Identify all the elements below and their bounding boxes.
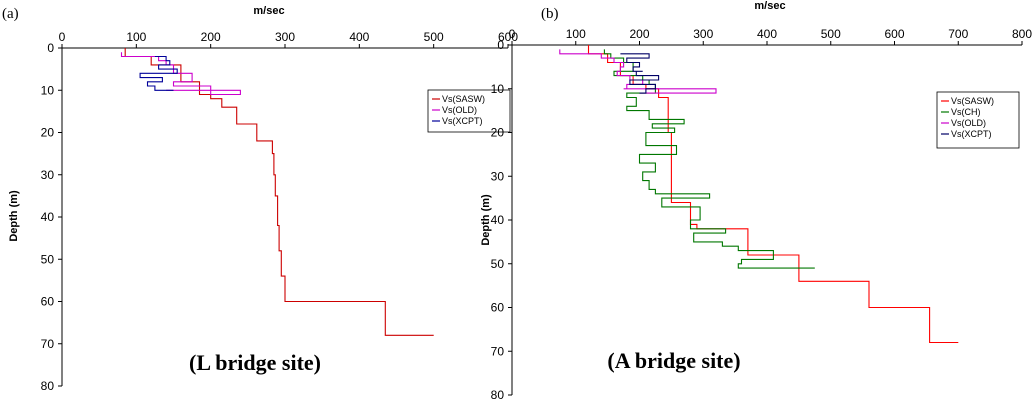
series-line-b-vs-old	[559, 49, 717, 94]
x-tick-label-a-6: 600	[498, 30, 518, 44]
x-tick-label-b-2: 200	[629, 27, 649, 41]
series-layer-a	[120, 48, 434, 336]
y-tick-label-b-3: 30	[491, 169, 505, 183]
x-tick-label-a-4: 400	[349, 30, 369, 44]
legend-label-b-1: Vs(CH)	[951, 107, 981, 117]
x-tick-label-b-7: 700	[948, 27, 968, 41]
x-tick-label-a-3: 300	[275, 30, 295, 44]
legend-box-a	[427, 89, 511, 133]
x-tick-label-b-0: 0	[509, 27, 516, 41]
series-layer-b	[559, 45, 959, 344]
legend-label-a-1: Vs(OLD)	[442, 105, 477, 115]
y-tick-label-a-8: 80	[41, 379, 55, 393]
site-label-a: (L bridge site)	[189, 350, 321, 375]
y-tick-label-a-3: 30	[41, 168, 55, 182]
y-axis-title-b: Depth (m)	[480, 194, 492, 246]
x-tick-label-a-1: 100	[126, 30, 146, 44]
x-tick-label-b-8: 800	[1012, 27, 1032, 41]
x-tick-label-a-2: 200	[201, 30, 221, 44]
ticks-layer-b: 0 100 200 300 400 500 600 700 800 0 10 20 30 40 50 60 70…	[491, 27, 1033, 402]
legend-items-b: Vs(SASW)Vs(CH)Vs(OLD)Vs(XCPT)	[941, 96, 994, 139]
y-tick-label-b-5: 50	[491, 257, 505, 271]
y-tick-label-a-2: 20	[41, 126, 55, 140]
y-tick-label-b-2: 20	[491, 126, 505, 140]
legend-b: Vs(SASW)Vs(CH)Vs(OLD)Vs(XCPT)	[936, 91, 1020, 149]
y-tick-label-b-4: 40	[491, 213, 505, 227]
panel-label-b: (b)	[541, 6, 559, 22]
x-tick-label-a-5: 500	[424, 30, 444, 44]
series-line-b-vs-ch	[603, 49, 815, 269]
legend-label-b-2: Vs(OLD)	[951, 118, 986, 128]
legend-a: Vs(SASW)Vs(OLD)Vs(XCPT)	[427, 89, 511, 133]
y-tick-label-b-7: 70	[491, 344, 505, 358]
x-tick-label-b-3: 300	[693, 27, 713, 41]
series-line-a-vs-sasw	[124, 48, 434, 336]
x-tick-label-b-5: 500	[821, 27, 841, 41]
y-tick-label-a-4: 40	[41, 210, 55, 224]
legend-items-a: Vs(SASW)Vs(OLD)Vs(XCPT)	[432, 94, 485, 126]
series-line-b-vs-sasw	[587, 45, 959, 344]
y-tick-label-a-0: 0	[47, 41, 54, 55]
series-line-b-vs-xcpt	[620, 53, 660, 94]
y-tick-label-a-6: 60	[41, 295, 55, 309]
legend-label-b-0: Vs(SASW)	[951, 96, 994, 106]
legend-box-b	[936, 91, 1020, 149]
series-line-a-vs-xcpt	[139, 55, 178, 91]
x-axis-title-b: m/sec	[754, 0, 785, 12]
y-tick-label-a-1: 10	[41, 83, 55, 97]
x-tick-label-b-1: 100	[566, 27, 586, 41]
y-tick-label-a-5: 50	[41, 252, 55, 266]
legend-label-a-0: Vs(SASW)	[442, 94, 485, 104]
y-tick-label-b-0: 0	[497, 38, 504, 52]
x-tick-label-a-0: 0	[59, 30, 66, 44]
y-tick-label-a-7: 70	[41, 337, 55, 351]
series-line-a-vs-old	[120, 52, 241, 96]
site-label-b: (A bridge site)	[607, 348, 740, 373]
x-tick-label-b-6: 600	[884, 27, 904, 41]
x-tick-label-b-4: 400	[757, 27, 777, 41]
y-tick-label-b-1: 10	[491, 82, 505, 96]
y-tick-label-b-8: 80	[491, 388, 505, 402]
panel-label-a: (a)	[2, 6, 19, 22]
legend-label-b-3: Vs(XCPT)	[951, 129, 992, 139]
x-axis-title-a: m/sec	[253, 5, 284, 17]
y-axis-title-a: Depth (m)	[8, 190, 20, 242]
y-tick-label-b-6: 60	[491, 301, 505, 315]
legend-label-a-2: Vs(XCPT)	[442, 116, 483, 126]
